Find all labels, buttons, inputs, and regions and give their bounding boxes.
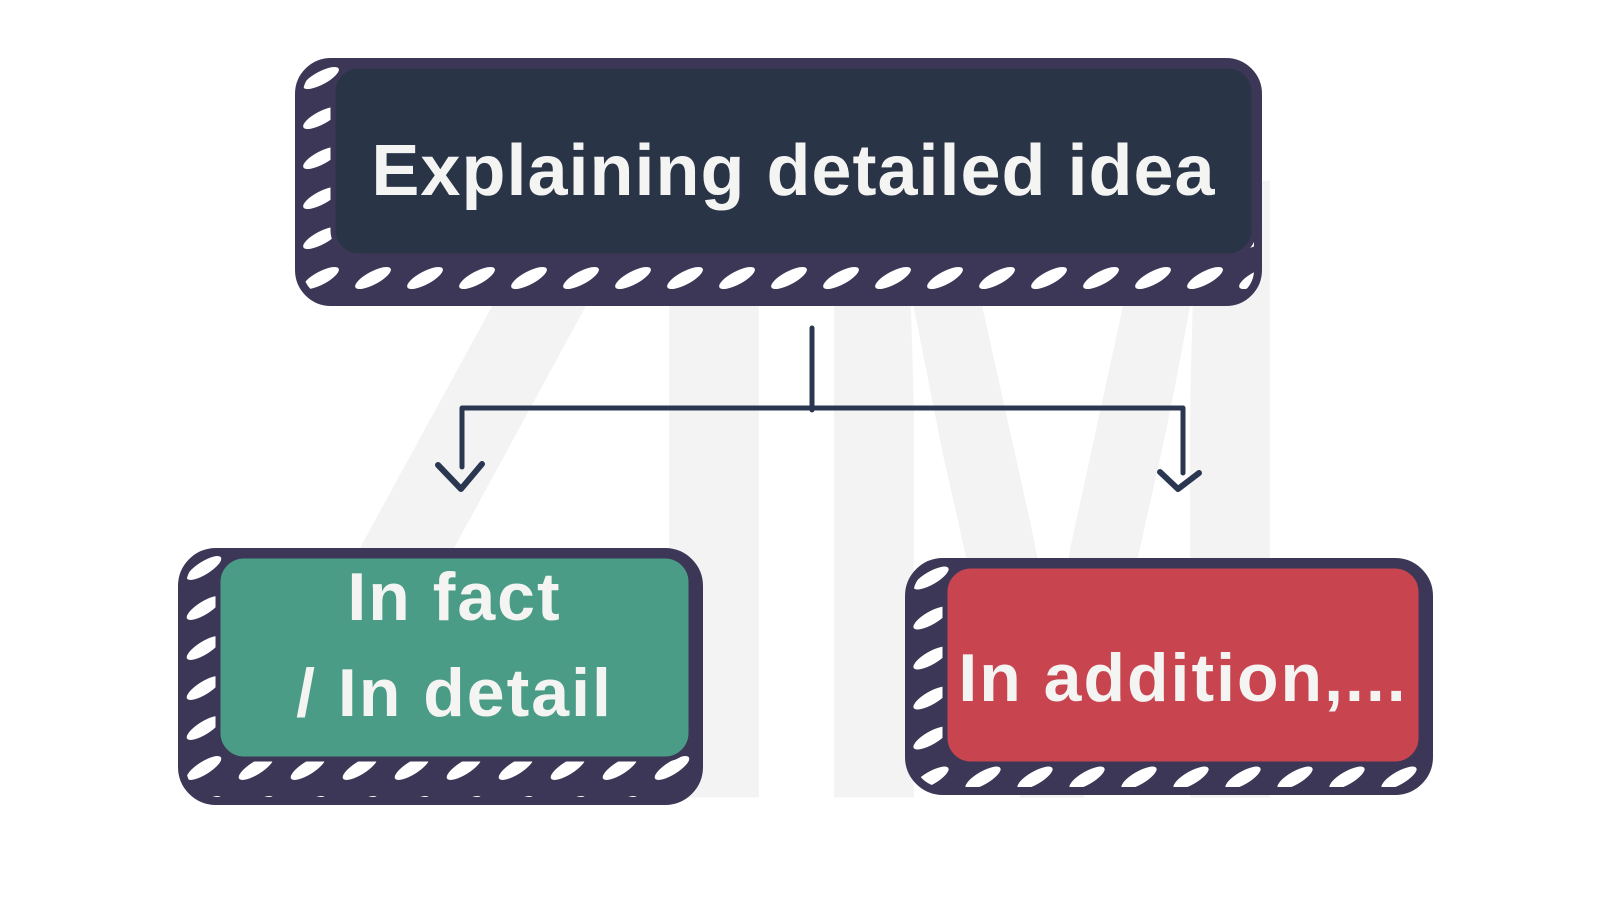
node-right-shape [905,558,1433,795]
node-root-fill [330,63,1257,259]
node-right-fill [942,563,1424,767]
node-explaining-detailed-idea: Explaining detailed idea [295,58,1262,306]
node-left-shape [178,548,703,805]
node-left-fill [215,553,694,762]
node-in-addition: In addition,... [905,558,1433,795]
node-in-fact-in-detail: In fact / In detail [178,548,703,805]
node-root-shape [295,58,1262,306]
